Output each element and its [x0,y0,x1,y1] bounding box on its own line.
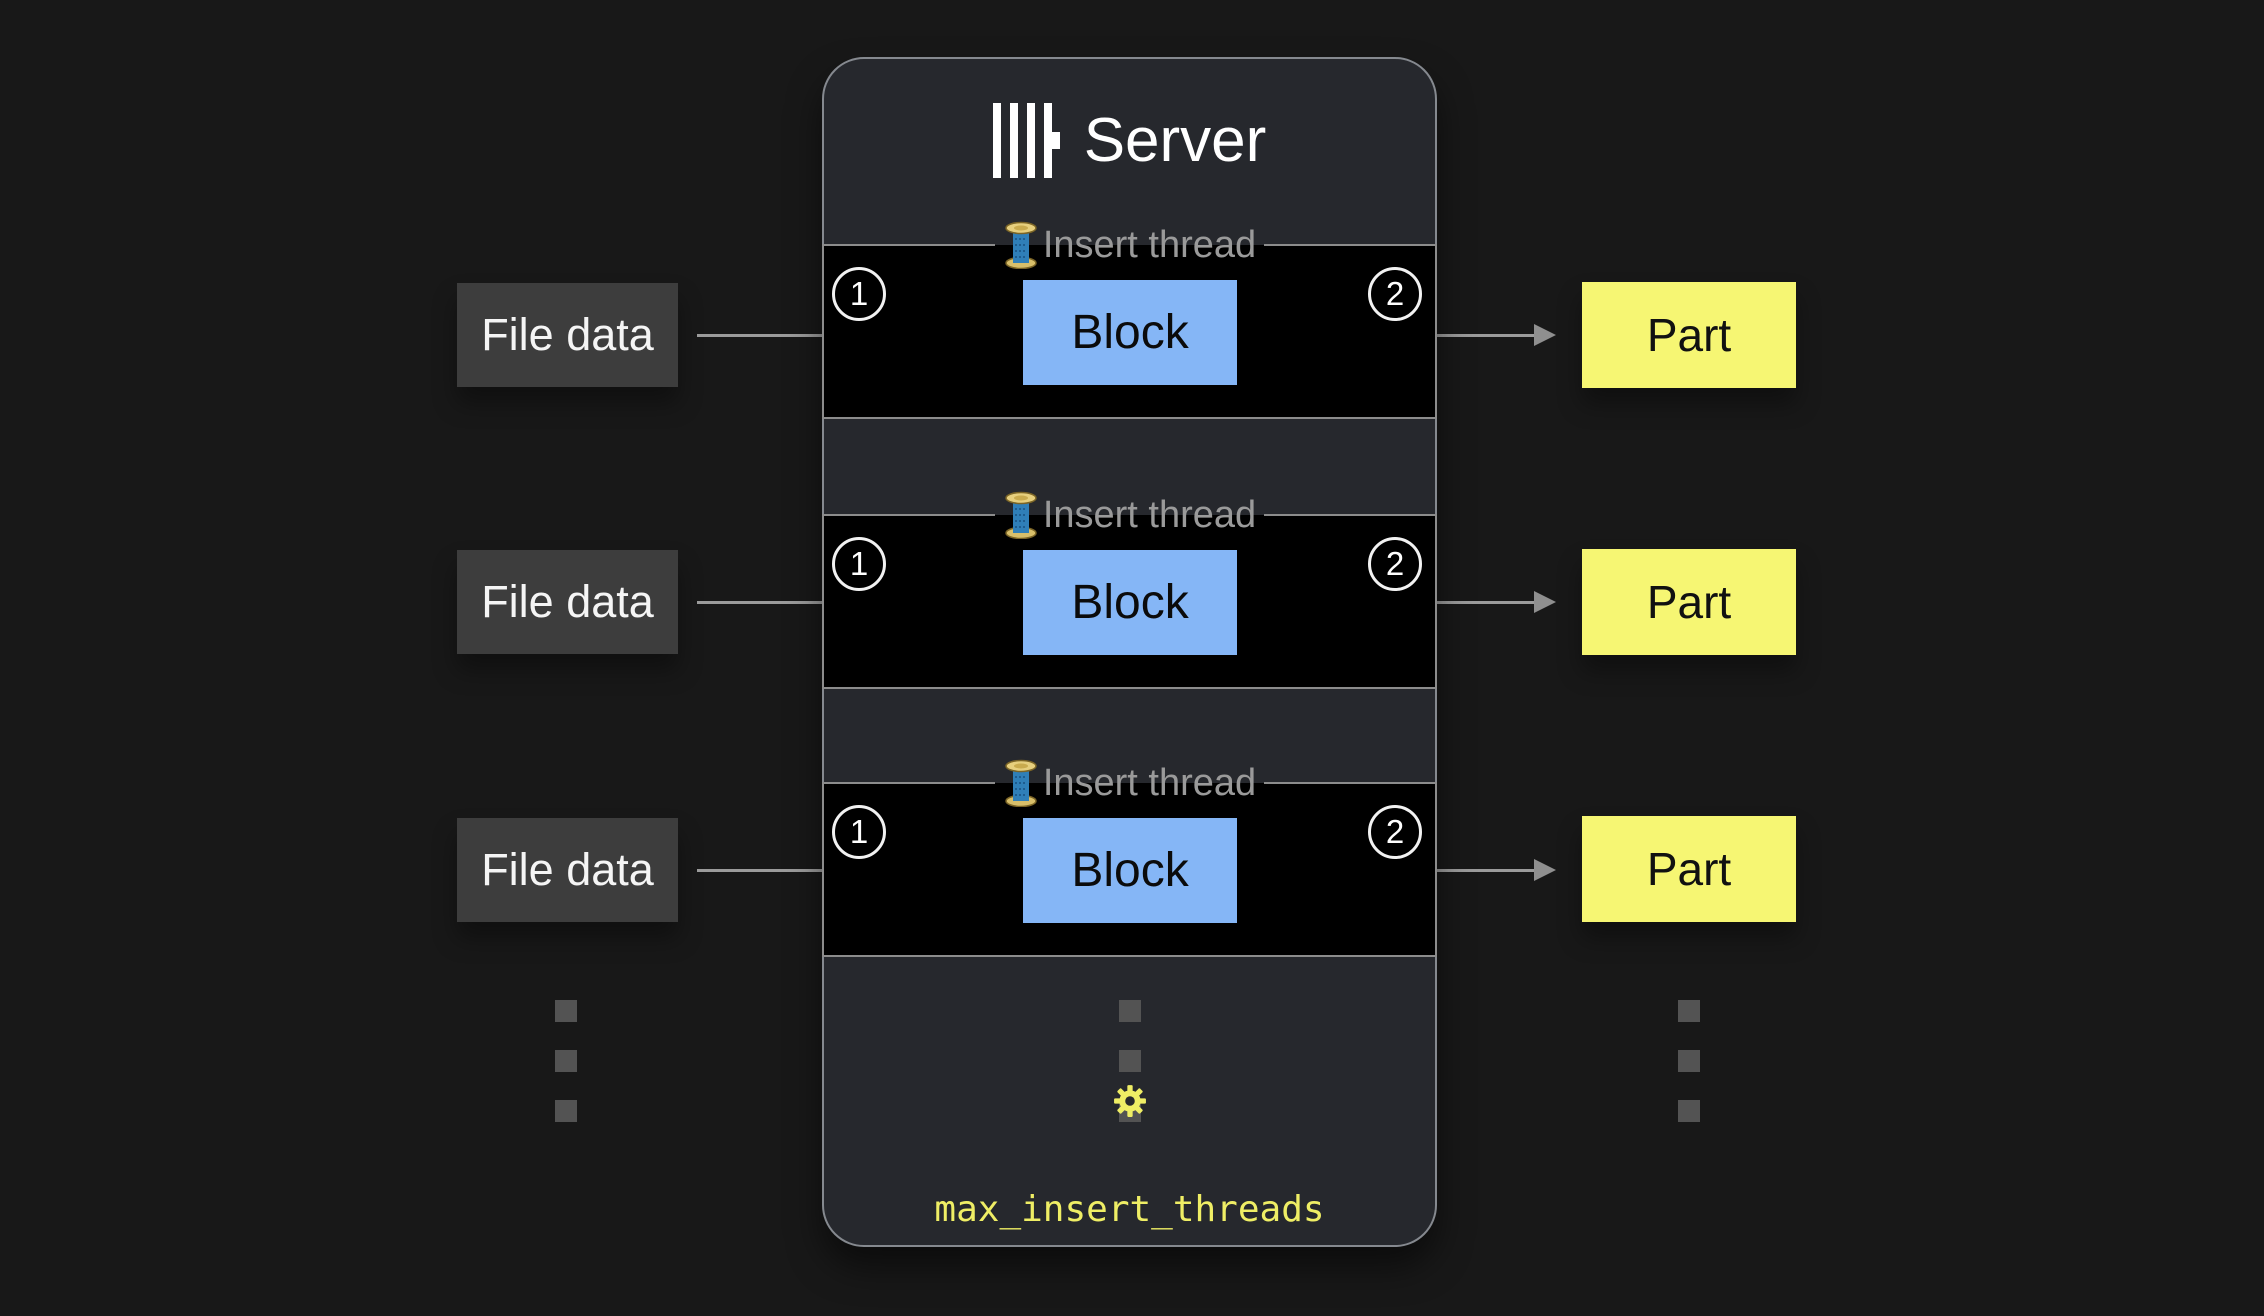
server-container: Server Insert thread 1 Bl [822,57,1437,1247]
step-2-badge: 2 [1368,805,1422,859]
part-label: Part [1646,576,1732,628]
part-label: Part [1646,309,1732,361]
part-box: Part [1582,816,1796,922]
block-box: Block [1023,550,1237,655]
step-1-badge: 1 [832,267,886,321]
ellipsis-dots-left [555,1000,577,1122]
insert-thread-label: Insert thread [1042,494,1257,536]
max-insert-threads-setting: max_insert_threads [934,1189,1325,1230]
step-2-badge: 2 [1368,267,1422,321]
server-title: Server [1083,106,1267,175]
step-2-badge: 2 [1368,537,1422,591]
insert-thread-legend: Insert thread [822,757,1437,809]
server-header: Server [824,103,1435,178]
insert-thread-label: Insert thread [1042,762,1257,804]
ellipsis-dots-right [1678,1000,1700,1122]
block-box: Block [1023,280,1237,385]
step-1-badge: 1 [832,805,886,859]
part-box: Part [1582,282,1796,388]
file-data-box: File data [457,818,678,922]
insert-thread-legend: Insert thread [822,489,1437,541]
thread-spool-icon [1005,491,1037,539]
file-data-box: File data [457,283,678,387]
step-1-badge: 1 [832,537,886,591]
file-data-label: File data [481,309,654,360]
insert-thread-box: Insert thread 1 Block 2 [822,491,1437,689]
gear-icon [1114,1085,1146,1117]
thread-spool-icon [1005,759,1037,807]
file-data-label: File data [481,844,654,895]
part-box: Part [1582,549,1796,655]
insert-thread-box: Insert thread 1 Block 2 [822,221,1437,419]
insert-thread-box: Insert thread 1 Block 2 [822,759,1437,957]
file-data-label: File data [481,576,654,627]
thread-spool-icon [1005,221,1037,269]
clickhouse-logo-icon [992,103,1060,178]
part-label: Part [1646,843,1732,895]
file-data-box: File data [457,550,678,654]
insert-thread-label: Insert thread [1042,224,1257,266]
block-box: Block [1023,818,1237,923]
insert-thread-legend: Insert thread [822,219,1437,271]
